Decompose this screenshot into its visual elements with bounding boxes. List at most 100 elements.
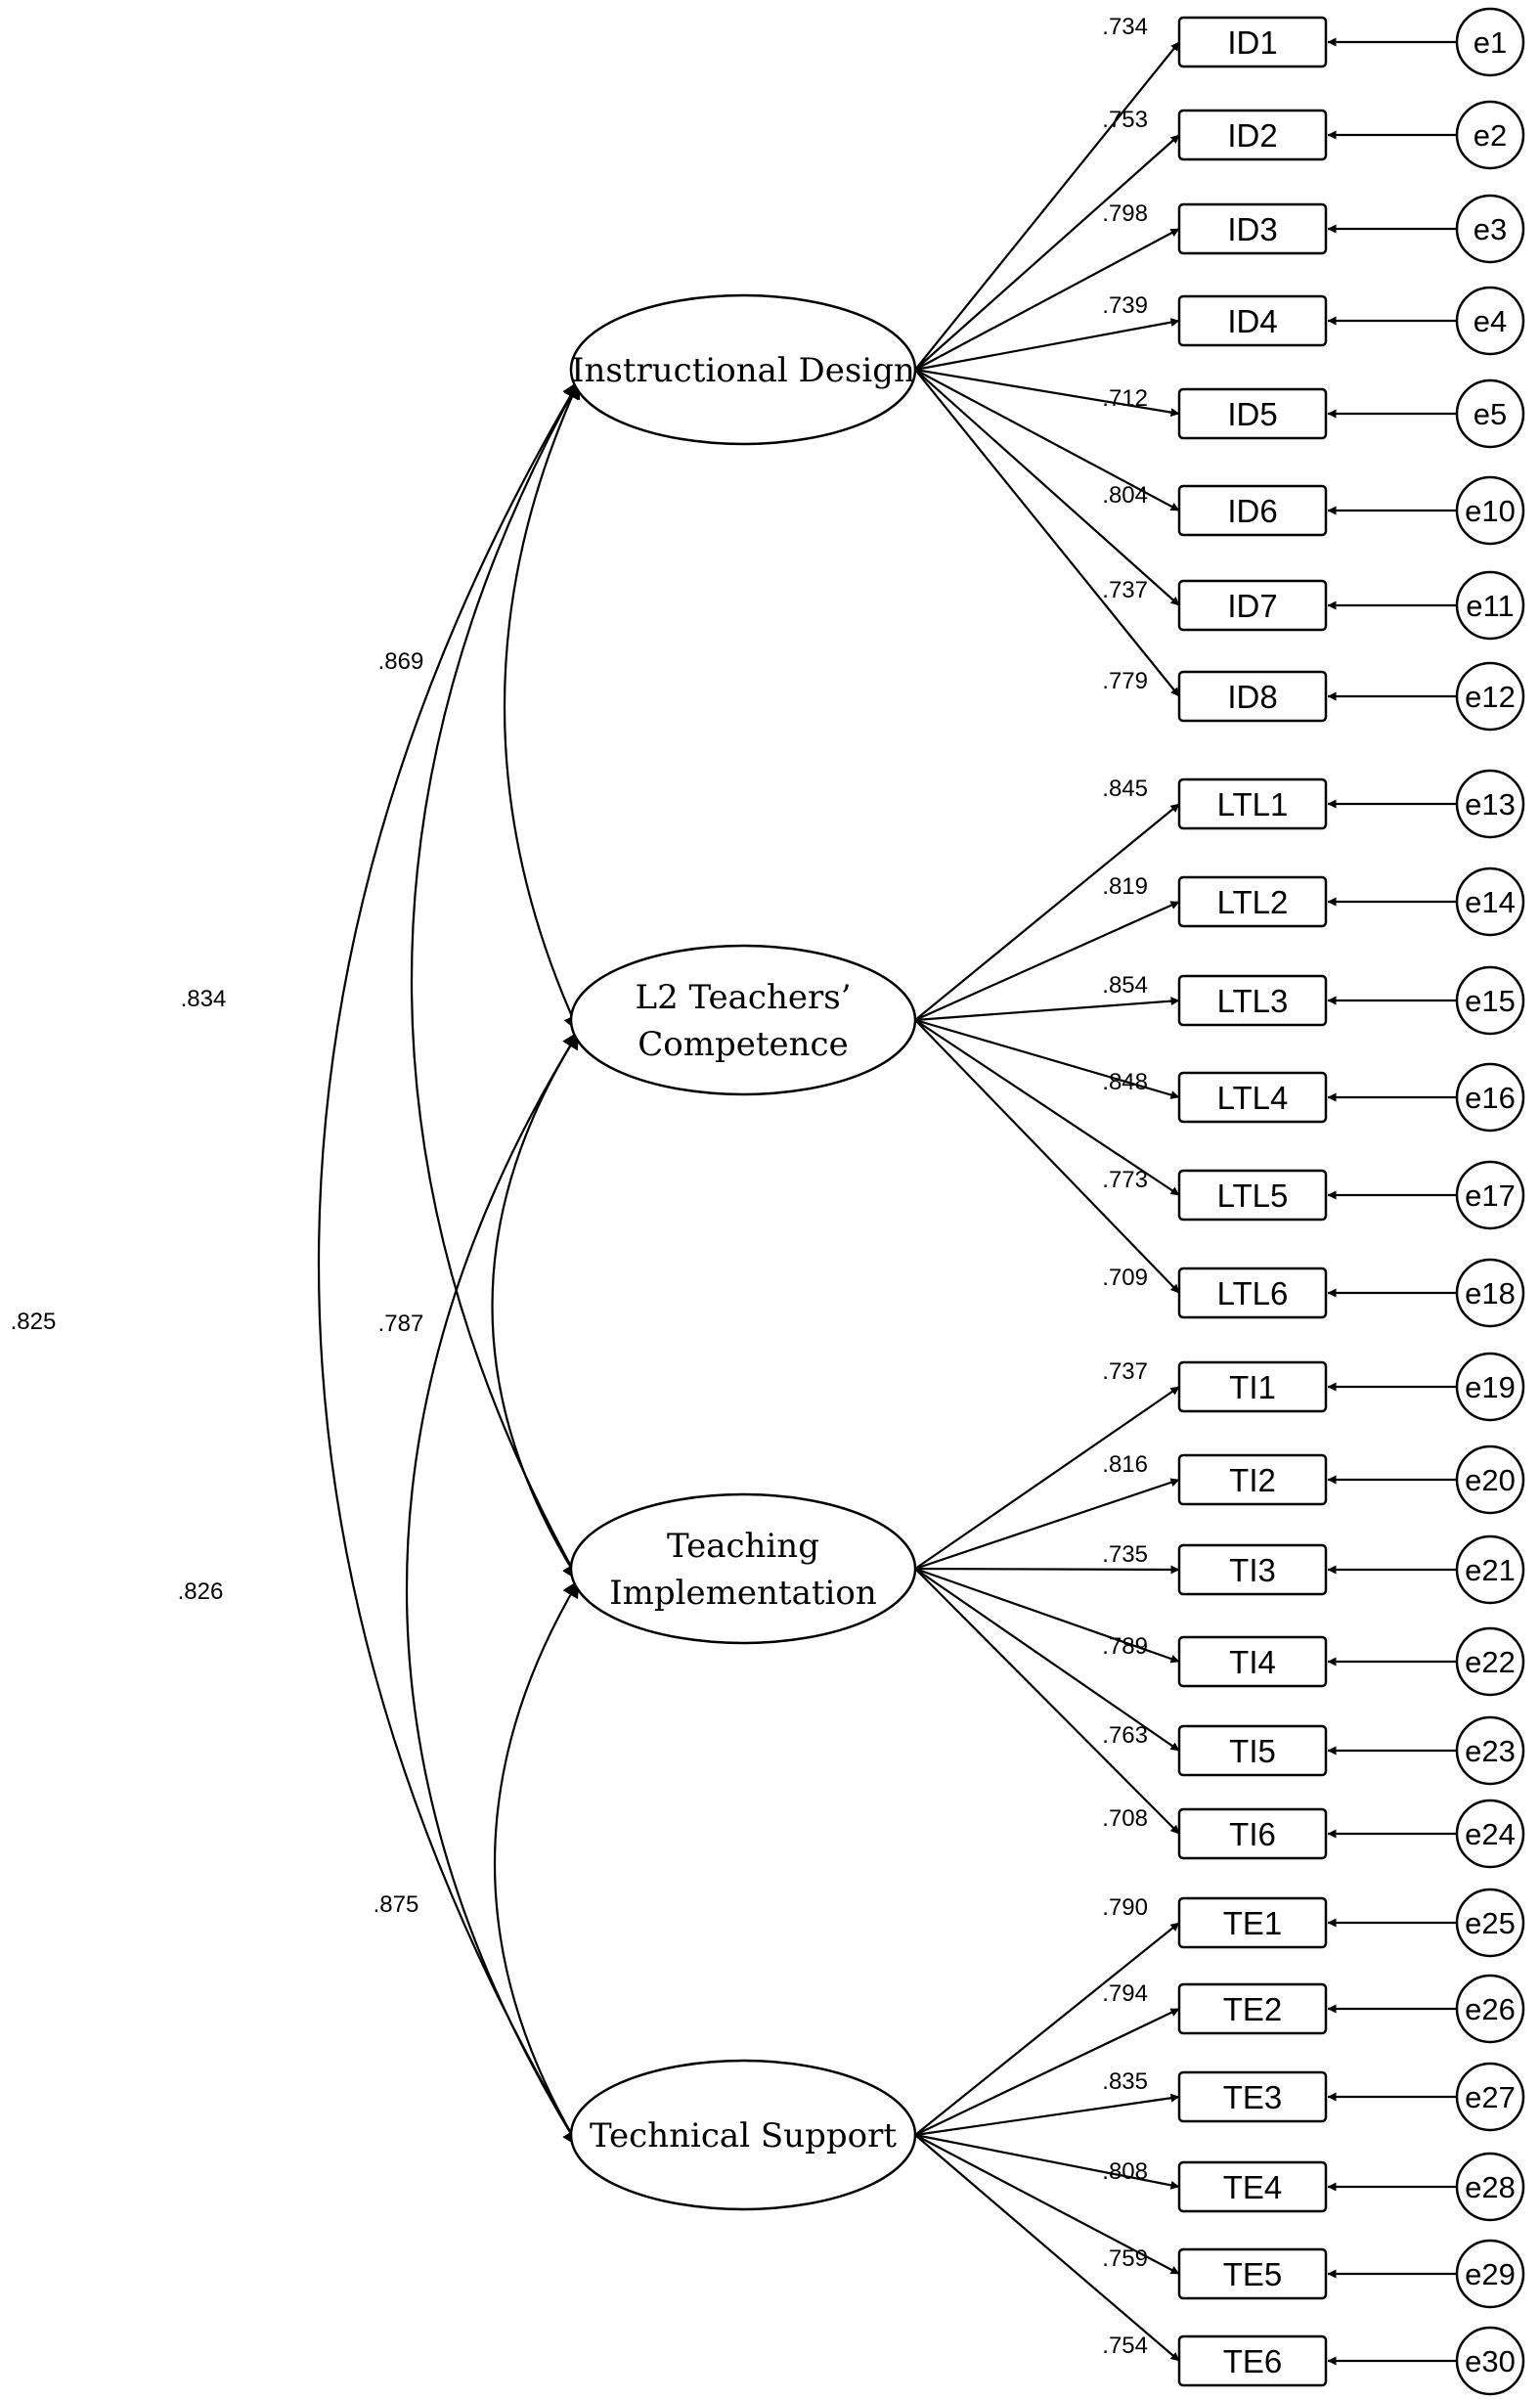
error-circle (1455, 194, 1525, 264)
loading-label: .808 (1102, 2158, 1148, 2185)
indicator-box (1177, 1635, 1328, 1688)
error-label: e4 (1474, 304, 1507, 338)
loading-label: .798 (1102, 200, 1148, 227)
error-label: e15 (1465, 984, 1516, 1018)
indicator-box (1177, 579, 1328, 632)
indicator-label: TE3 (1223, 2079, 1283, 2115)
loading-arrow (914, 41, 1180, 371)
loading-label: .804 (1102, 482, 1148, 509)
indicator-label: LTL6 (1217, 1275, 1289, 1311)
correlation-label: .869 (378, 648, 424, 675)
indicator-label: TI5 (1229, 1733, 1276, 1769)
error-circle (1455, 1534, 1525, 1605)
loading-label: .735 (1102, 1541, 1148, 1568)
indicator-box (1177, 1453, 1328, 1506)
loading-arrow (914, 1567, 1180, 1664)
error-circle (1455, 286, 1525, 356)
loading-label: .753 (1102, 107, 1148, 133)
loading-arrow (914, 1018, 1180, 1099)
loading-arrow (914, 318, 1180, 372)
error-circle (1455, 1626, 1525, 1697)
indicator-box (1177, 1267, 1328, 1319)
error-label: e23 (1465, 1734, 1516, 1768)
loading-layer: .734.753.798.739.712.804.737.779.845.819… (914, 14, 1457, 2366)
indicator-box (1177, 875, 1328, 928)
error-label: e26 (1465, 1992, 1516, 2026)
latent-factor-label: Instructional Design (571, 351, 915, 390)
error-circle (1455, 1444, 1525, 1515)
loading-label: .790 (1102, 1894, 1148, 1921)
loading-arrow (914, 997, 1180, 1022)
error-label: e19 (1465, 1370, 1516, 1404)
correlation-label: .834 (181, 986, 227, 1012)
error-label: e28 (1465, 2170, 1516, 2204)
loading-arrow (914, 368, 1180, 418)
indicator-label: ID1 (1227, 24, 1277, 61)
error-label: e10 (1465, 494, 1516, 528)
indicator-label: TE6 (1223, 2343, 1283, 2379)
indicator-label: ID3 (1227, 211, 1277, 247)
loading-label: .819 (1102, 873, 1148, 900)
indicator-box (1177, 387, 1328, 440)
error-label: e29 (1465, 2257, 1516, 2291)
loading-arrow (914, 1019, 1180, 1196)
indicator-label: TE1 (1223, 1905, 1283, 1941)
loading-label: .754 (1102, 2333, 1148, 2359)
loading-arrow (914, 2008, 1180, 2136)
loading-label: .763 (1102, 1722, 1148, 1749)
loading-arrow (914, 1568, 1180, 1752)
error-circle (1455, 7, 1525, 77)
indicator-box (1177, 202, 1328, 255)
indicator-box (1177, 1724, 1328, 1777)
indicator-box (1177, 1169, 1328, 1222)
latent-factor-label: Technical Support (590, 2116, 897, 2156)
correlation-arc (491, 1031, 580, 1581)
loading-arrow (914, 1922, 1180, 2136)
correlation-arc (405, 1031, 580, 2148)
error-circle (1455, 378, 1525, 449)
indicator-label: ID8 (1227, 679, 1277, 715)
loading-arrow (914, 369, 1180, 697)
indicator-label: ID7 (1227, 588, 1277, 624)
loading-label: .739 (1102, 292, 1148, 319)
error-circle (1455, 2326, 1525, 2396)
error-circle (1455, 1715, 1525, 1786)
loading-arrow (914, 369, 1180, 511)
loading-label: .759 (1102, 2245, 1148, 2272)
indicator-box (1177, 2160, 1328, 2213)
error-label: e5 (1474, 397, 1507, 431)
loading-label: .708 (1102, 1805, 1148, 1832)
correlation-label: .825 (11, 1309, 57, 1335)
loading-arrow (914, 1019, 1180, 1294)
correlation-label: .826 (178, 1578, 224, 1605)
indicator-label: LTL1 (1217, 786, 1289, 822)
indicator-box (1177, 1543, 1328, 1596)
loading-label: .845 (1102, 776, 1148, 802)
error-circle (1455, 769, 1525, 839)
indicator-label: LTL3 (1217, 983, 1289, 1019)
error-label: e16 (1465, 1081, 1516, 1115)
loading-arrow (914, 900, 1180, 1022)
correlation-arc (493, 1579, 580, 2148)
loading-label: .854 (1102, 972, 1148, 999)
indicator-box (1177, 109, 1328, 161)
loading-arrow (914, 1478, 1180, 1571)
latent-factor-label: Competence (638, 1025, 848, 1064)
indicator-label: LTL5 (1217, 1178, 1289, 1214)
indicator-label: ID4 (1227, 303, 1277, 339)
error-circle (1455, 2152, 1525, 2222)
loading-label: .709 (1102, 1265, 1148, 1291)
loading-arrow (914, 2133, 1180, 2190)
error-label: e1 (1474, 25, 1507, 60)
correlation-label: .787 (378, 1311, 424, 1337)
loading-arrow (914, 2093, 1180, 2137)
loading-arrow (914, 134, 1180, 371)
error-circle (1455, 2062, 1525, 2132)
loading-label: .789 (1102, 1633, 1148, 1660)
indicator-label: TE4 (1223, 2169, 1283, 2205)
error-circle (1455, 1258, 1525, 1328)
error-label: e13 (1465, 787, 1516, 822)
error-circle (1455, 1888, 1525, 1958)
